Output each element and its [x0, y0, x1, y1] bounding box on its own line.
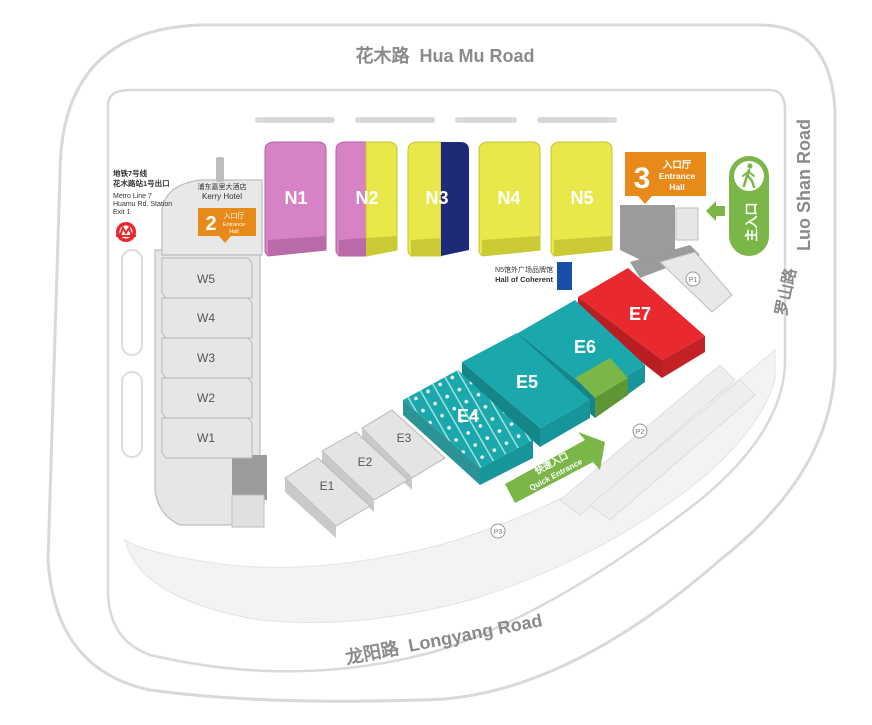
hall-e2[interactable]: E2 — [321, 431, 409, 512]
hall-w5[interactable]: W5 — [161, 257, 253, 299]
hall-n3[interactable]: N3 — [407, 141, 469, 257]
west-lane-2 — [121, 371, 143, 458]
hall-e7[interactable]: E7 — [578, 268, 705, 378]
hall-n1[interactable]: N1 — [264, 141, 327, 257]
main-entrance-label: 主入口 — [744, 202, 759, 241]
hotel-en-label: Kerry Hotel — [202, 192, 242, 201]
entrance-3-en1: Entrance — [659, 171, 696, 181]
hall-e4-label: E4 — [457, 406, 479, 426]
hall-e1-label: E1 — [320, 479, 335, 493]
hall-w4[interactable]: W4 — [161, 297, 253, 339]
entrance-2-en1: Entrance — [223, 222, 245, 228]
east-drive-2 — [589, 379, 756, 521]
parking-p3[interactable]: P3 — [490, 523, 506, 539]
connector-block-2 — [231, 494, 265, 528]
entrance-3-number: 3 — [634, 162, 651, 195]
entrance-3-cn: 入口厅 — [662, 160, 692, 171]
metro-logo-icon — [116, 222, 136, 242]
parking-p3-label: P3 — [494, 529, 503, 536]
hall-w2[interactable]: W2 — [161, 377, 253, 419]
main-entrance-arrow-icon — [706, 201, 725, 221]
entrance-hall-3-building — [620, 205, 675, 262]
entrance-2-cn: 入口厅 — [224, 212, 245, 220]
venue-inner-boundary — [106, 88, 787, 673]
metro-line3: Metro Line 7 — [113, 193, 152, 200]
venue-outer-boundary — [46, 23, 837, 703]
hall-n2[interactable]: N2 — [335, 141, 398, 257]
hall-e1[interactable]: E1 — [284, 457, 371, 538]
entrance-hall-2-marker[interactable]: 2 入口厅 Entrance Hall — [198, 208, 256, 243]
metro-line2: 花木路站1号出口 — [113, 178, 170, 188]
hall-w1[interactable]: W1 — [161, 417, 253, 459]
hall-w5-label: W5 — [197, 272, 215, 286]
metro-line5: Exit 1 — [113, 209, 131, 216]
hall-e5[interactable]: E5 — [462, 333, 590, 447]
metro-line4: Huamu Rd. Station — [113, 201, 172, 208]
hall-w1-label: W1 — [197, 431, 215, 445]
parking-p1[interactable]: P1 — [659, 251, 733, 313]
road-label-east-en: Luo Shan Road — [794, 119, 814, 251]
hall-n4[interactable]: N4 — [478, 141, 541, 257]
road-label-north: 花木路 Hua Mu Road — [356, 45, 535, 66]
hall-n3-label: N3 — [425, 188, 448, 208]
hall-n5[interactable]: N5 — [550, 141, 613, 257]
hall-e6-label: E6 — [574, 337, 596, 357]
hall-w2-label: W2 — [197, 391, 215, 405]
pedestrian-icon — [742, 163, 756, 189]
hall-e2-label: E2 — [358, 455, 373, 469]
parking-p2[interactable]: P2 — [632, 423, 648, 439]
n-halls: N1 N2 N3 N4 N5 — [264, 141, 613, 257]
hotel-cn-label: 浦东嘉里大酒店 — [198, 182, 247, 191]
hall-w4-label: W4 — [197, 311, 215, 325]
main-entrance-marker[interactable]: 主入口 — [729, 156, 769, 256]
connector-block — [232, 455, 267, 500]
n5-brand-hall-cn: N5馆外广场品牌馆 — [495, 265, 553, 274]
hall-n2-label: N2 — [355, 188, 378, 208]
west-lane — [121, 249, 143, 356]
hall-e5-label: E5 — [516, 372, 538, 392]
parking-p1-label: P1 — [689, 277, 698, 284]
hall-w3-label: W3 — [197, 351, 215, 365]
hall-n5-label: N5 — [570, 188, 593, 208]
hall-n1-label: N1 — [284, 188, 307, 208]
hall-e4[interactable]: E4 — [403, 370, 533, 485]
north-lane-markers — [255, 117, 617, 123]
entrance-hall-3-marker[interactable]: 3 入口厅 Entrance Hall — [625, 152, 706, 204]
n5-brand-hall[interactable] — [557, 262, 572, 290]
entrance-3-en2: Hall — [669, 182, 685, 192]
hotel-tower — [216, 157, 224, 182]
hall-e7-label: E7 — [629, 304, 651, 324]
metro-line1: 地铁7号线 — [113, 168, 148, 178]
parking-p2-label: P2 — [636, 429, 645, 436]
road-label-east-cn: 罗山路 — [771, 265, 800, 317]
n5-brand-hall-en: Hall of Coherent — [495, 275, 553, 284]
hall-n4-label: N4 — [497, 188, 520, 208]
east-drive — [559, 364, 736, 516]
entrance-2-number: 2 — [205, 213, 216, 235]
hall-w3[interactable]: W3 — [161, 337, 253, 379]
entrance-2-en2: Hall — [229, 229, 238, 235]
metro-station-marker[interactable]: 地铁7号线 花木路站1号出口 Metro Line 7 Huamu Rd. St… — [113, 168, 172, 242]
hall-e3-label: E3 — [397, 431, 412, 445]
entrance-hall-3-annex — [675, 207, 699, 241]
w-halls: W5 W4 W3 W2 W1 — [161, 257, 253, 459]
